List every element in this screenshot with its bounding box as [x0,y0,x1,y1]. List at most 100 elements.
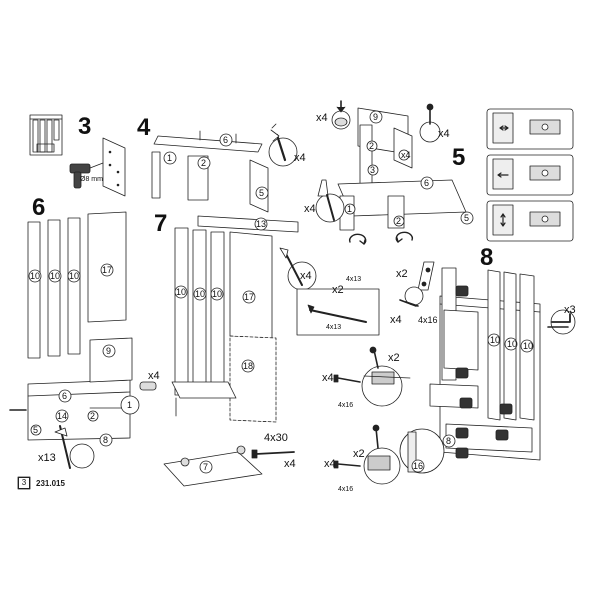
step-number-6: 6 [32,194,46,221]
part-number-9: 9 [106,346,112,356]
quantity-x3: x3 [564,304,576,316]
screw-icon [333,301,419,469]
quantity-x4: x4 [300,270,312,282]
part-number-5: 5 [464,213,470,223]
part-number-17: 17 [102,265,113,275]
cam-lock-detail-callout [331,100,351,130]
hinge-detail-callout [361,346,411,407]
step-7-diagram [163,215,317,487]
quantity-x2: x2 [332,284,344,296]
part-label-6 [219,133,233,147]
part-number-13: 13 [256,219,267,229]
quantity-x2: x2 [353,448,365,460]
part-label-5 [255,186,269,200]
part-number-6: 6 [424,178,430,188]
step-number-7: 7 [154,210,168,237]
part-number-8: 8 [103,435,109,445]
part-number-14: 14 [57,411,68,421]
part-number-10: 10 [490,335,501,345]
part-number-2: 2 [369,141,375,151]
part-number-2: 2 [396,216,402,226]
screw-detail-callout [54,425,95,469]
part-number-10: 10 [176,287,187,297]
screw-size-4x16: 4x16 [338,402,354,409]
quantity-x4: x4 [390,314,402,326]
part-number-9: 9 [373,112,379,122]
dowel-screwdriver-callout [315,179,345,223]
step-number-3: 3 [78,113,92,140]
rotate-arrow-icon [395,231,414,243]
screw-size-4x16: 4x16 [418,315,438,325]
quantity-x4: x4 [324,458,336,470]
step-6-diagram [9,211,157,469]
drill-icon [69,162,104,189]
quantity-x2: x2 [388,352,400,364]
step-number-4: 4 [137,114,151,141]
quantity-x4: x4 [294,152,306,164]
hinge-adjust-vertical-icon [486,200,574,242]
part-number-2: 2 [90,411,96,421]
finished-furniture-thumbnail [29,114,63,156]
step-number-5: 5 [452,144,466,171]
page-footer: 3 231.015 [18,477,65,489]
hinge-adjust-depth-icon [486,154,574,196]
screw-icon [251,449,295,459]
screw-size-4x13: 4x13 [326,324,342,331]
part-number-4: x4 [401,150,411,160]
step-8-diagram [296,261,576,485]
part-label-2 [197,156,211,170]
part-number-10: 10 [523,341,534,351]
part-number-5: 5 [33,425,39,435]
part-number-2: 2 [201,158,207,168]
part-number-3: 3 [370,165,376,175]
hinge-detail-callout [363,424,401,485]
hinge-adjust-horizontal-icon [486,108,574,150]
quantity-x4: x4 [322,372,334,384]
part-number-6: 6 [62,391,68,401]
screw-detail-callout [419,103,441,143]
step-number-8: 8 [480,244,494,271]
part-number-10: 10 [30,271,41,281]
screw-callout-box [296,288,380,336]
part-number-6: 6 [223,135,229,145]
screw-size-4x13: 4x13 [346,276,362,283]
part-number-8: 8 [446,436,452,446]
quantity-x13: x13 [38,452,56,464]
part-number-10: 10 [69,271,80,281]
quantity-x4: x4 [438,128,450,140]
product-code: 231.015 [36,478,65,488]
rotate-arrow-icon [348,233,367,245]
bracket-detail [399,261,435,307]
part-number-10: 10 [195,289,206,299]
weight-icon [455,285,513,459]
drill-bit-size-label: Ø8 mm [80,176,103,183]
page-number: 3 [18,477,30,489]
screwdriver-icon [279,247,317,291]
part-number-7: 7 [203,462,209,472]
hinge-mount-callout [399,428,445,474]
part-number-16: 16 [413,461,424,471]
quantity-4x30: 4x30 [264,432,288,444]
quantity-x4: x4 [284,458,296,470]
part-number-5: 5 [259,188,265,198]
part-number-10: 10 [212,289,223,299]
step-5-diagram [315,100,474,245]
step-3-diagram [29,114,126,197]
quantity-x4: x4 [316,112,328,124]
part-number-10: 10 [50,271,61,281]
screw-detail-callout [268,123,298,167]
hook-detail-callout [547,309,576,335]
quantity-x2: x2 [396,268,408,280]
part-number-1: 1 [127,400,133,410]
part-number-18: 18 [243,361,254,371]
hinge-adjustment-panels [486,108,574,242]
part-number-10: 10 [507,339,518,349]
part-number-1: 1 [167,153,173,163]
screw-size-4x16: 4x16 [338,486,354,493]
dowel-detail-callout [120,381,157,415]
quantity-x4: x4 [304,203,316,215]
part-label-1 [163,151,177,165]
quantity-x4: x4 [148,370,160,382]
